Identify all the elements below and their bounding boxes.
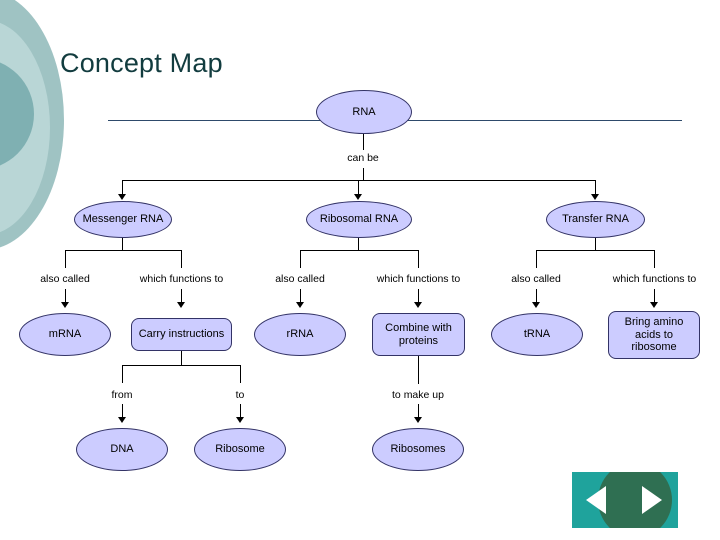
node-rna[interactable]: RNA xyxy=(316,90,412,134)
node-combine-with-proteins[interactable]: Combine with proteins xyxy=(372,313,465,356)
arrowhead-rrna xyxy=(296,302,304,308)
label-which-functions-to-3: which functions to xyxy=(612,273,697,285)
connector-drop-from-label xyxy=(122,365,123,383)
label-to-make-up: to make up xyxy=(392,389,444,401)
connector-canbe-down xyxy=(363,168,364,180)
connector-bus-ribosomal xyxy=(300,250,418,251)
arrowhead-ribosomal xyxy=(354,194,362,200)
label-also-called-3: also called xyxy=(511,273,561,285)
arrowhead-ribosomes xyxy=(414,417,422,423)
arrowhead-bring xyxy=(650,302,658,308)
connector-messenger-down xyxy=(122,238,123,250)
arrowhead-combine xyxy=(414,302,422,308)
connector-dna-down xyxy=(122,404,123,418)
arrowhead-trna xyxy=(532,302,540,308)
connector-rrna-down xyxy=(300,289,301,303)
connector-drop-transfer xyxy=(595,180,596,195)
connector-bus-messenger xyxy=(65,250,181,251)
label-also-called-1: also called xyxy=(40,273,90,285)
connector-trna-down xyxy=(536,289,537,303)
arrowhead-dna xyxy=(118,417,126,423)
connector-drop-rrna-label xyxy=(300,250,301,268)
decorative-circle-inner xyxy=(0,58,34,170)
arrowhead-messenger xyxy=(118,194,126,200)
decorative-circle-outer xyxy=(0,0,64,250)
label-also-called-2: also called xyxy=(275,273,325,285)
connector-carry-down xyxy=(181,289,182,303)
label-can-be: can be xyxy=(347,152,379,164)
connector-bring-down xyxy=(654,289,655,303)
previous-arrow-icon[interactable] xyxy=(586,486,606,514)
connector-transfer-down xyxy=(595,238,596,250)
connector-drop-trna-label xyxy=(536,250,537,268)
connector-drop-to-label xyxy=(240,365,241,383)
connector-drop-ribosomal xyxy=(358,180,359,195)
decorative-circle-middle xyxy=(0,20,50,235)
connector-mrna-down xyxy=(65,289,66,303)
node-transfer-rna[interactable]: Transfer RNA xyxy=(546,201,645,238)
label-from: from xyxy=(111,389,133,401)
label-to: to xyxy=(235,389,245,401)
arrowhead-carry xyxy=(177,302,185,308)
connector-drop-messenger xyxy=(122,180,123,195)
connector-combine-down-2 xyxy=(418,356,419,384)
node-messenger-rna[interactable]: Messenger RNA xyxy=(74,201,172,238)
connector-ribosomes-down xyxy=(418,404,419,418)
connector-drop-combine-label xyxy=(418,250,419,268)
node-bring-amino-acids[interactable]: Bring amino acids to ribosome xyxy=(608,311,700,359)
connector-carry-down-2 xyxy=(181,351,182,365)
connector-drop-mrna-label xyxy=(65,250,66,268)
node-ribosomal-rna[interactable]: Ribosomal RNA xyxy=(306,201,412,238)
arrowhead-ribosome xyxy=(236,417,244,423)
node-carry-instructions[interactable]: Carry instructions xyxy=(131,318,232,351)
connector-ribosomal-down xyxy=(358,238,359,250)
arrowhead-transfer xyxy=(591,194,599,200)
node-ribosomes[interactable]: Ribosomes xyxy=(372,428,464,471)
connector-bus-carry xyxy=(122,365,240,366)
label-which-functions-to-1: which functions to xyxy=(139,273,224,285)
connector-combine-down xyxy=(418,289,419,303)
node-dna[interactable]: DNA xyxy=(76,428,168,471)
node-rrna[interactable]: rRNA xyxy=(254,313,346,356)
connector-ribosome-down xyxy=(240,404,241,418)
label-which-functions-to-2: which functions to xyxy=(376,273,461,285)
connector-rna-down xyxy=(363,134,364,150)
node-trna[interactable]: tRNA xyxy=(491,313,583,356)
arrowhead-mrna xyxy=(61,302,69,308)
connector-drop-carry-label xyxy=(181,250,182,268)
connector-bus-transfer xyxy=(536,250,654,251)
page-title: Concept Map xyxy=(60,48,223,78)
node-ribosome[interactable]: Ribosome xyxy=(194,428,286,471)
connector-drop-bring-label xyxy=(654,250,655,268)
next-arrow-icon[interactable] xyxy=(642,486,662,514)
node-mrna[interactable]: mRNA xyxy=(19,313,111,356)
navigation-control[interactable] xyxy=(572,472,678,528)
